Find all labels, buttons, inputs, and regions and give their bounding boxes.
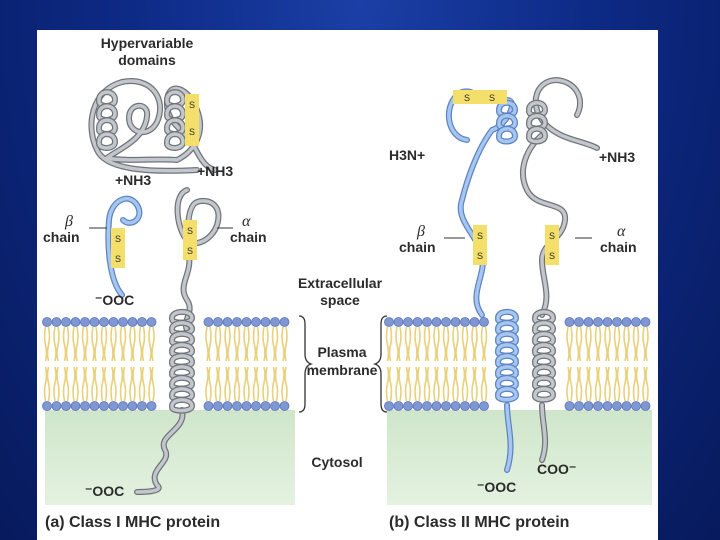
lipid	[223, 318, 232, 411]
svg-text:S: S	[115, 234, 121, 244]
lipid	[62, 318, 71, 411]
beta-chain-label-a: chain	[43, 229, 80, 245]
leader-lines	[89, 228, 592, 238]
lipid	[470, 318, 479, 411]
svg-text:S: S	[549, 231, 555, 241]
ooc-label-a1: ⁻OOC	[95, 292, 134, 308]
lipid	[252, 318, 261, 411]
lipid	[404, 318, 413, 411]
lipid	[90, 318, 99, 411]
lipid	[480, 318, 489, 411]
beta-label-a: β	[64, 213, 73, 230]
nh3-label-c: +NH3	[599, 149, 635, 165]
svg-text:S: S	[464, 93, 470, 103]
alpha-label-b: α	[617, 223, 626, 240]
extracellular-label: Extracellular	[298, 275, 383, 291]
svg-text:S: S	[477, 231, 483, 241]
lipid	[451, 318, 460, 411]
svg-text:S: S	[549, 251, 555, 261]
ooc-label-b: ⁻OOC	[477, 479, 516, 495]
svg-text:S: S	[115, 254, 121, 264]
lipid	[632, 318, 641, 411]
lipid	[432, 318, 441, 411]
hypervariable-label: Hypervariable	[101, 35, 194, 51]
alpha-chain-label-b: chain	[600, 239, 637, 255]
caption-class2: (b) Class II MHC protein	[389, 514, 569, 531]
cytosol-region-b	[387, 410, 652, 505]
nh3-label-b: +NH3	[115, 172, 151, 188]
mhc-diagram-panel: S S S S S S S S S S S S Hyp	[37, 30, 658, 540]
class1-transmembrane-helix	[172, 312, 192, 411]
class1-top-helix-b	[167, 92, 183, 148]
lipid	[413, 318, 422, 411]
class2-beta-transmembrane-helix	[498, 312, 516, 400]
domains-label: domains	[118, 52, 176, 68]
alpha-label-a: α	[242, 213, 251, 230]
class2-alpha-transmembrane-helix	[535, 312, 553, 400]
lipid	[622, 318, 631, 411]
lipid	[594, 318, 603, 411]
lipid	[613, 318, 622, 411]
lipid	[233, 318, 242, 411]
lipid	[442, 318, 451, 411]
lipid	[394, 318, 403, 411]
lipid	[71, 318, 80, 411]
lipid	[242, 318, 251, 411]
nh3-label-a: +NH3	[197, 163, 233, 179]
cytosol-label: Cytosol	[311, 454, 362, 470]
caption-class1: (a) Class I MHC protein	[45, 514, 220, 531]
lipid	[575, 318, 584, 411]
lipid	[423, 318, 432, 411]
lipid	[261, 318, 270, 411]
lipid	[584, 318, 593, 411]
membrane-label: membrane	[307, 362, 378, 378]
lipid	[461, 318, 470, 411]
lipid	[138, 318, 147, 411]
lipid	[214, 318, 223, 411]
svg-text:S: S	[489, 93, 495, 103]
lipid	[52, 318, 61, 411]
coo-label-b: COO⁻	[537, 461, 576, 477]
plasma-label: Plasma	[317, 344, 366, 360]
class1-top-helix-a	[99, 92, 115, 148]
lipid	[109, 318, 118, 411]
lipid	[119, 318, 128, 411]
alpha-chain-label-a: chain	[230, 229, 267, 245]
lipid	[280, 318, 289, 411]
svg-text:S: S	[187, 226, 193, 236]
beta-label-b: β	[416, 223, 425, 240]
lipid	[565, 318, 574, 411]
lipid	[641, 318, 650, 411]
space-label: space	[320, 292, 360, 308]
svg-text:S: S	[189, 127, 195, 137]
lipid	[81, 318, 90, 411]
svg-text:S: S	[187, 246, 193, 256]
lipid	[204, 318, 213, 411]
mhc-diagram: S S S S S S S S S S S S Hyp	[37, 30, 658, 540]
lipid	[100, 318, 109, 411]
lipid	[271, 318, 280, 411]
lipid	[128, 318, 137, 411]
cytosol-region-a	[45, 410, 295, 505]
lipid	[385, 318, 394, 411]
lipid	[43, 318, 52, 411]
lipid	[147, 318, 156, 411]
lipid	[603, 318, 612, 411]
svg-text:S: S	[189, 100, 195, 110]
svg-text:S: S	[477, 251, 483, 261]
ooc-label-a2: ⁻OOC	[85, 483, 124, 499]
beta-chain-label-b: chain	[399, 239, 436, 255]
h3n-label-b: H3N+	[389, 147, 425, 163]
